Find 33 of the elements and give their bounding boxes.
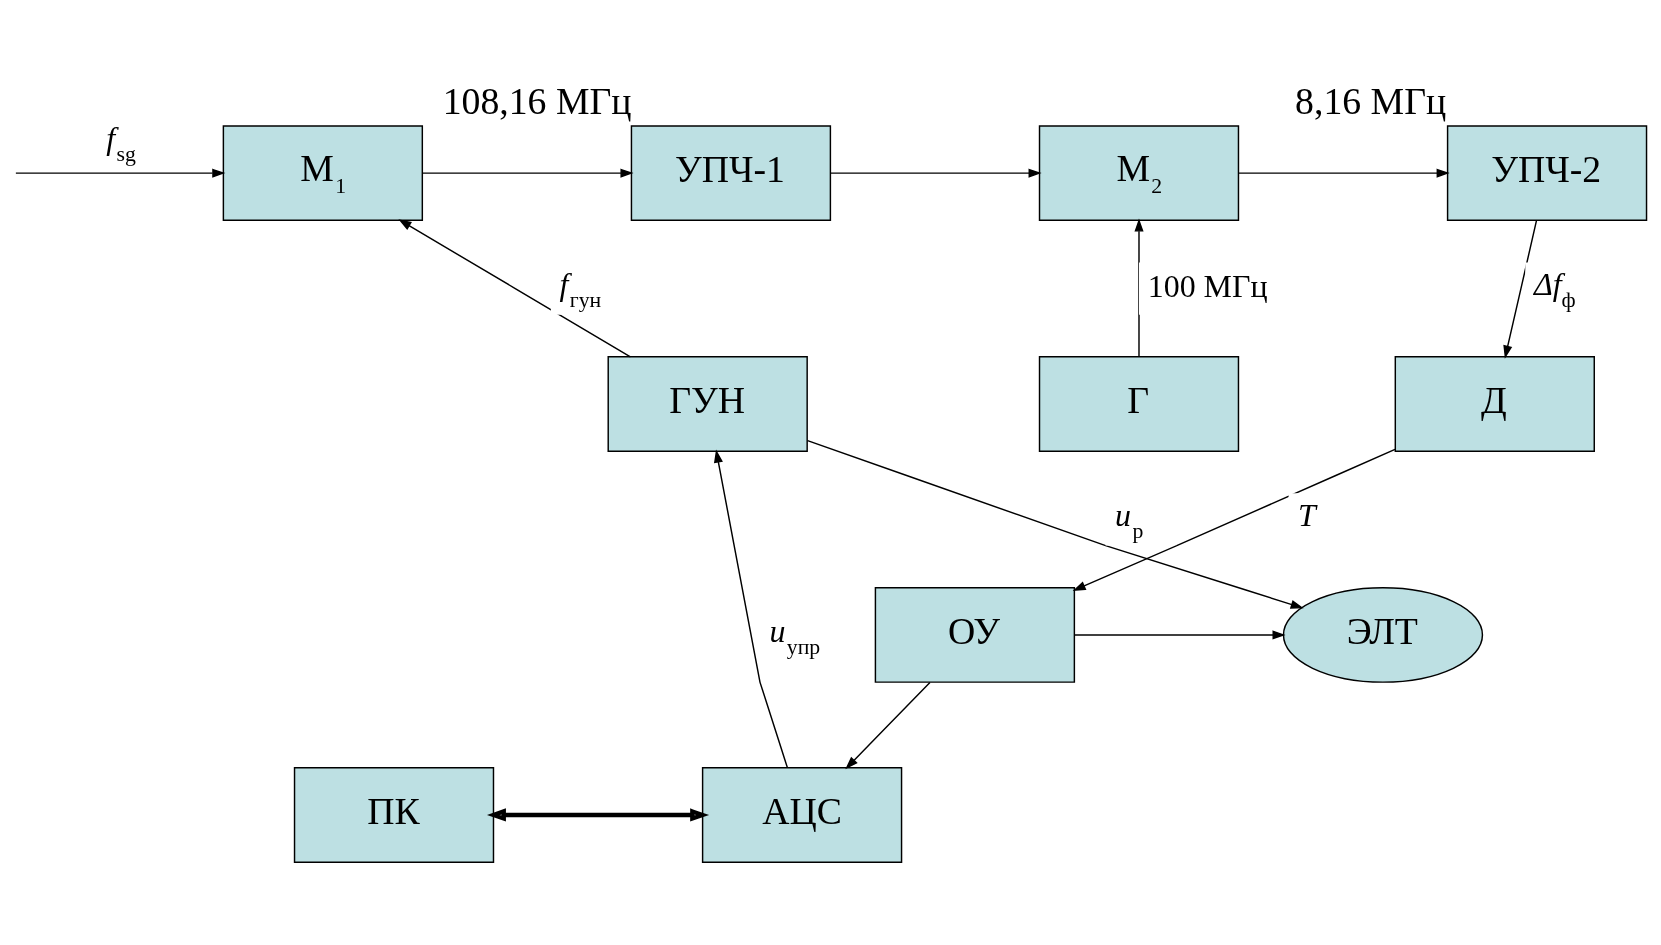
node-box: М$_{1}$	[222, 124, 424, 221]
arrow	[829, 168, 1042, 178]
node-box: УПЧ-1	[630, 124, 832, 221]
edge-label: u$_{упр}$	[769, 613, 821, 659]
arrow	[1072, 448, 1396, 591]
node-label: 8,16 МГц	[1295, 79, 1447, 122]
arrow	[845, 681, 931, 769]
node-ellipse: ЭЛТ	[1282, 586, 1484, 683]
node-box: АЦС	[701, 766, 903, 863]
edge-label: f$_{гун}$	[559, 266, 602, 312]
node-box: Д	[1394, 355, 1595, 452]
edge-label: f$_{sg}$	[106, 120, 136, 166]
arrow	[1134, 218, 1144, 357]
node-box: ГУН	[607, 355, 808, 452]
arrow	[487, 807, 710, 822]
node-box: ОУ	[874, 586, 1076, 683]
edge-label: T	[1298, 497, 1316, 533]
arrow	[1073, 629, 1286, 639]
node-box: М$_{2}$	[1038, 124, 1240, 221]
edge-label: u$_{р}$	[1115, 497, 1144, 543]
edge-label: 100 МГц	[1147, 268, 1268, 304]
node-label: 108,16 МГц	[442, 79, 632, 122]
arrow	[1503, 219, 1538, 359]
arrow	[398, 218, 632, 357]
arrow	[713, 449, 789, 768]
arrow	[1237, 168, 1450, 178]
edge-label: Δf$_{ф}$	[1533, 266, 1576, 312]
arrow	[806, 439, 1304, 609]
node-box: УПЧ-2	[1446, 124, 1648, 221]
node-box: Г	[1038, 355, 1240, 452]
arrow	[15, 168, 226, 178]
arrow	[421, 168, 634, 178]
node-box: ПК	[293, 766, 495, 863]
